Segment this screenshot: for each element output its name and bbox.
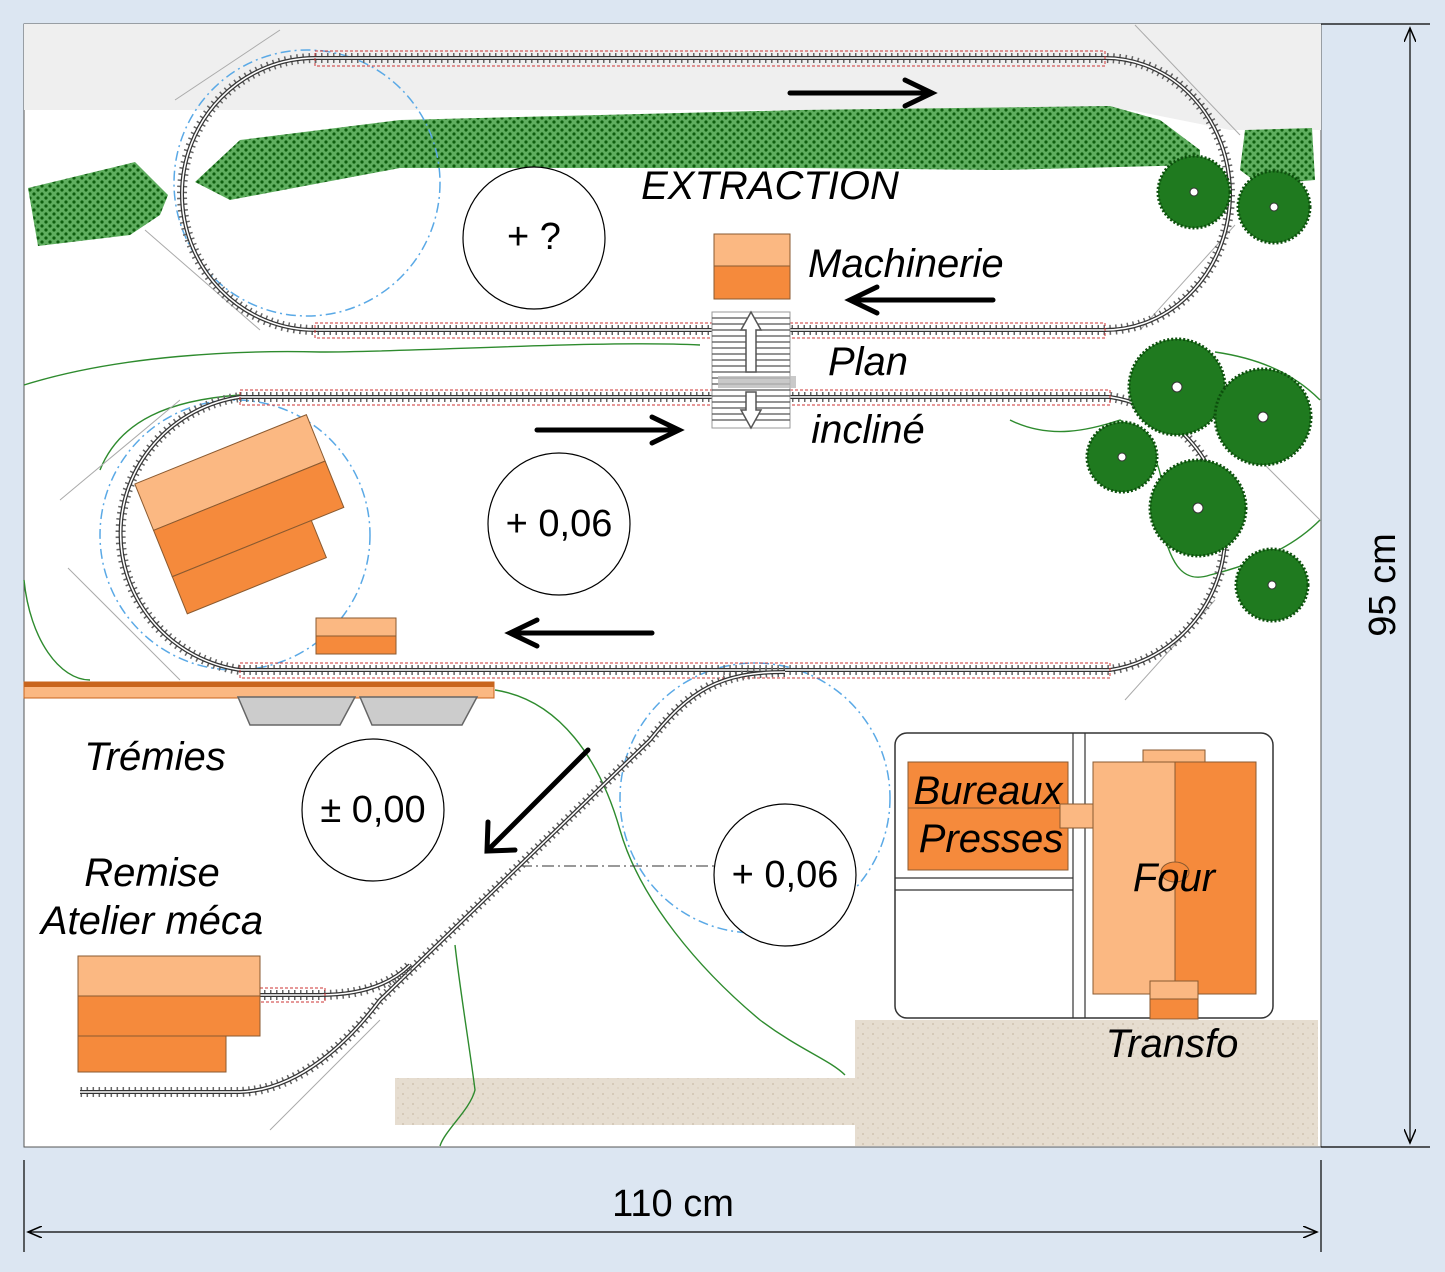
label-plan: Plan: [828, 340, 908, 384]
direction-arrows: [484, 77, 996, 854]
incline-structure: [711, 310, 796, 430]
tree-icon: [1213, 367, 1313, 467]
building-small-shed: [315, 617, 397, 655]
hopper-2: [358, 696, 479, 726]
label-extraction: EXTRACTION: [641, 164, 899, 208]
grass-band-left: [28, 162, 168, 246]
label-incline: incliné: [811, 408, 924, 452]
building-machinerie: [713, 233, 791, 300]
level-middle: + 0,06: [506, 503, 613, 545]
tree-icon: [1127, 337, 1227, 437]
label-presses: Presses: [919, 817, 1064, 861]
arrow-left-icon: [504, 617, 655, 649]
level-lower: + 0,06: [732, 854, 839, 896]
factory-enclosure: [894, 732, 1274, 1020]
label-machinerie: Machinerie: [808, 242, 1004, 286]
label-tremies: Trémies: [84, 735, 225, 779]
level-top: + ?: [507, 216, 561, 258]
trees: [1085, 154, 1313, 623]
label-four: Four: [1133, 856, 1217, 900]
building-tremies-house: [134, 414, 345, 615]
arrow-down-left-icon: [484, 747, 591, 854]
dimension-height: 95 cm: [1362, 533, 1404, 636]
grass-band-right: [1240, 128, 1315, 185]
sand-area: [395, 1020, 1318, 1146]
arrow-right-icon: [534, 414, 685, 446]
level-circles: [301, 166, 857, 947]
building-remise: [77, 955, 261, 1073]
track-upper-loop: [177, 50, 1235, 339]
label-remise: Remise: [84, 851, 220, 895]
tree-icon: [1236, 169, 1312, 245]
tracks: [80, 50, 1235, 1097]
tree-icon: [1085, 420, 1159, 494]
label-transfo: Transfo: [1106, 1022, 1239, 1066]
grass-band-main: [195, 106, 1200, 200]
arrow-right-icon: [787, 77, 938, 109]
tree-icon: [1156, 154, 1232, 230]
contour-lines: [23, 343, 1321, 1147]
dimension-width: 110 cm: [612, 1183, 734, 1225]
tree-icon: [1148, 458, 1248, 558]
tree-icon: [1234, 547, 1310, 623]
label-atelier: Atelier méca: [39, 899, 263, 943]
arrow-left-icon: [844, 284, 996, 316]
dimension-lines: [23, 23, 1430, 1252]
hopper-1: [236, 696, 357, 726]
label-bureaux: Bureaux: [914, 769, 1065, 813]
level-base: ± 0,00: [320, 789, 425, 831]
track-descent: [80, 667, 786, 1097]
